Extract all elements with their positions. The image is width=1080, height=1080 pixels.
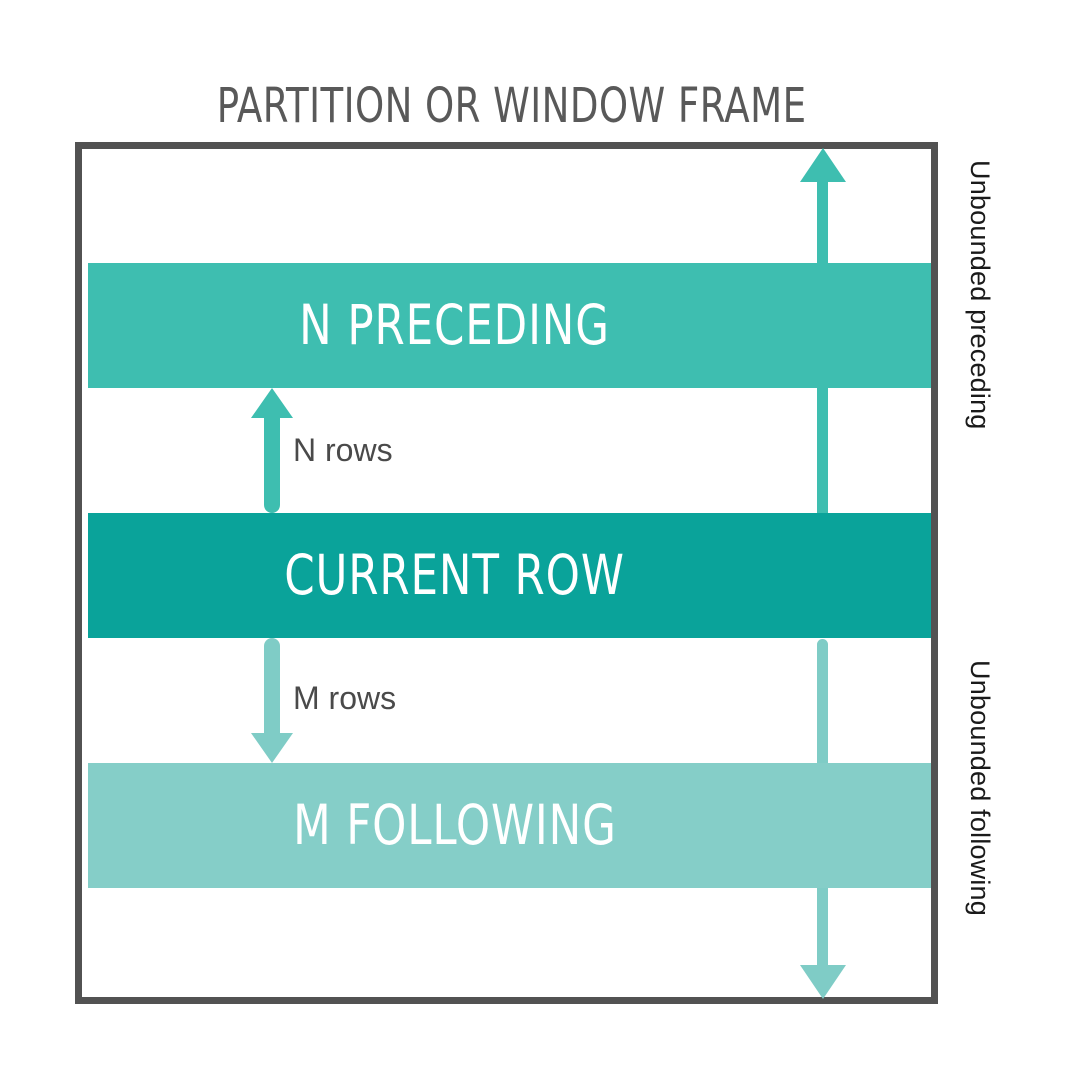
unbounded-following-label: Unbounded following [965,660,995,916]
m-rows-arrow [249,638,295,763]
arrow-head-down-icon [251,733,293,763]
band-label-m-following: M FOLLOWING [292,793,617,857]
arrow-head-down-icon [800,965,846,999]
arrow-shaft [264,638,280,741]
arrow-shaft [264,410,280,513]
band-m-following: M FOLLOWING [88,763,931,888]
n-rows-label: N rows [293,432,393,468]
band-current-row: CURRENT ROW [88,513,931,638]
n-rows-arrow [249,388,295,513]
unbounded-preceding-label: Unbounded preceding [965,160,995,430]
band-label-current-row: CURRENT ROW [284,543,625,607]
m-rows-label: M rows [293,680,397,716]
band-n-preceding: N PRECEDING [88,263,931,388]
band-label-n-preceding: N PRECEDING [299,293,610,357]
page-title: PARTITION OR WINDOW FRAME [216,78,807,134]
